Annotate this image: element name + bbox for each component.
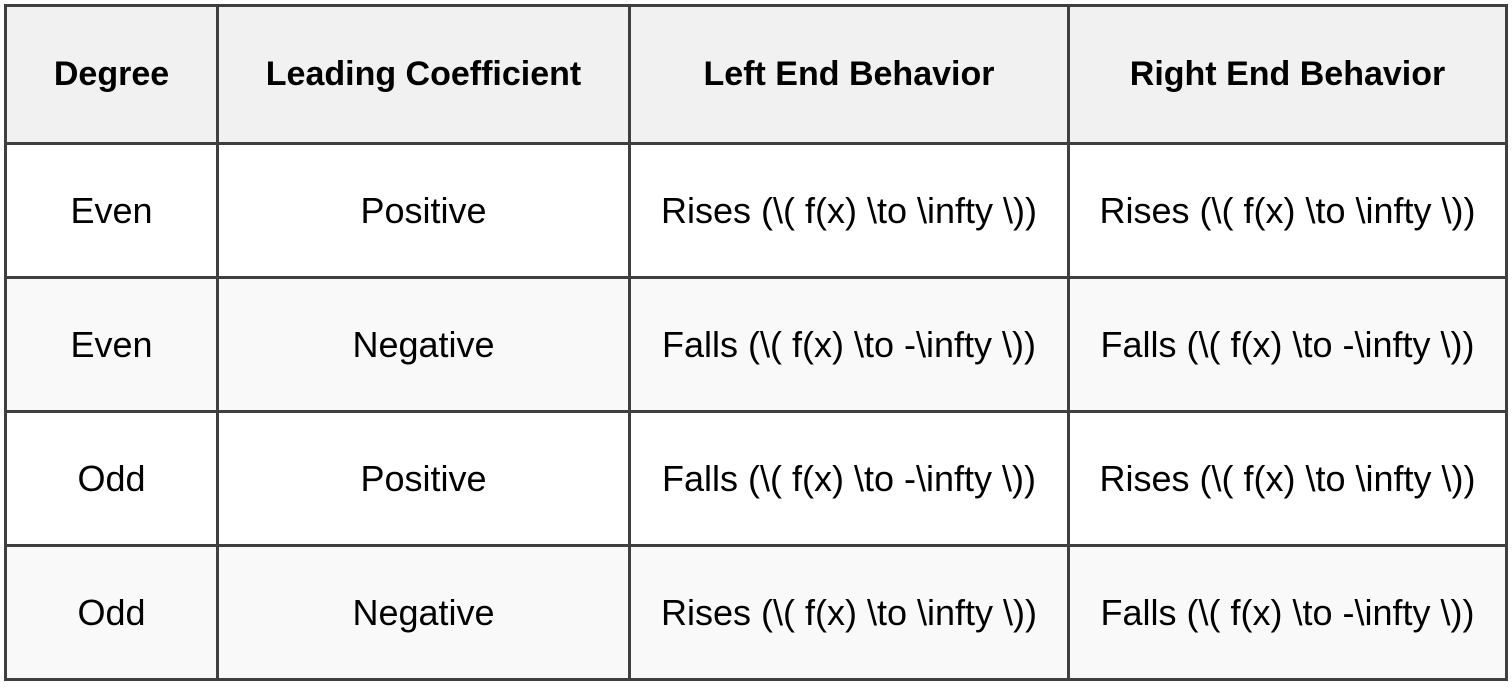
table-row: Even Negative Falls (\( f(x) \to -\infty… xyxy=(4,276,1508,413)
cell-left-end-behavior: Rises (\( f(x) \to \infty \)) xyxy=(628,544,1070,681)
cell-leading-coefficient: Positive xyxy=(216,142,631,279)
cell-degree-text: Odd xyxy=(77,591,146,633)
cell-degree-text: Even xyxy=(70,189,153,231)
cell-left-end-behavior: Rises (\( f(x) \to \infty \)) xyxy=(628,142,1070,279)
column-header-right-end-behavior-label: Right End Behavior xyxy=(1129,55,1446,94)
cell-left-end-behavior-text: Rises (\( f(x) \to \infty \)) xyxy=(660,591,1037,633)
cell-left-end-behavior-text: Rises (\( f(x) \to \infty \)) xyxy=(660,189,1037,231)
table-row: Even Positive Rises (\( f(x) \to \infty … xyxy=(4,142,1508,279)
cell-degree-text: Even xyxy=(70,323,153,365)
cell-left-end-behavior-text: Falls (\( f(x) \to -\infty \)) xyxy=(662,323,1036,365)
column-header-leading-coefficient-label: Leading Coefficient xyxy=(265,55,582,94)
column-header-left-end-behavior: Left End Behavior xyxy=(628,4,1070,145)
cell-leading-coefficient-text: Positive xyxy=(360,457,487,499)
cell-right-end-behavior: Rises (\( f(x) \to \infty \)) xyxy=(1067,142,1508,279)
column-header-degree: Degree xyxy=(4,4,219,145)
cell-right-end-behavior-text: Rises (\( f(x) \to \infty \)) xyxy=(1099,189,1476,231)
cell-degree-text: Odd xyxy=(77,457,146,499)
cell-right-end-behavior-text: Rises (\( f(x) \to \infty \)) xyxy=(1099,457,1476,499)
cell-leading-coefficient-text: Positive xyxy=(360,189,487,231)
cell-leading-coefficient: Negative xyxy=(216,276,631,413)
column-header-leading-coefficient: Leading Coefficient xyxy=(216,4,631,145)
cell-right-end-behavior: Falls (\( f(x) \to -\infty \)) xyxy=(1067,544,1508,681)
polynomial-end-behavior-table: Degree Leading Coefficient Left End Beha… xyxy=(4,4,1508,681)
cell-left-end-behavior: Falls (\( f(x) \to -\infty \)) xyxy=(628,410,1070,547)
cell-degree: Odd xyxy=(4,544,219,681)
cell-leading-coefficient-text: Negative xyxy=(352,591,495,633)
column-header-degree-label: Degree xyxy=(53,55,170,94)
column-header-right-end-behavior: Right End Behavior xyxy=(1067,4,1508,145)
column-header-left-end-behavior-label: Left End Behavior xyxy=(703,55,995,94)
table-header-row: Degree Leading Coefficient Left End Beha… xyxy=(4,4,1508,145)
cell-degree: Odd xyxy=(4,410,219,547)
table-body: Even Positive Rises (\( f(x) \to \infty … xyxy=(4,142,1508,681)
cell-leading-coefficient-text: Negative xyxy=(352,323,495,365)
table-row: Odd Positive Falls (\( f(x) \to -\infty … xyxy=(4,410,1508,547)
cell-degree: Even xyxy=(4,142,219,279)
cell-right-end-behavior: Rises (\( f(x) \to \infty \)) xyxy=(1067,410,1508,547)
table-header: Degree Leading Coefficient Left End Beha… xyxy=(4,4,1508,145)
cell-leading-coefficient: Negative xyxy=(216,544,631,681)
cell-right-end-behavior: Falls (\( f(x) \to -\infty \)) xyxy=(1067,276,1508,413)
end-behavior-table-container: Degree Leading Coefficient Left End Beha… xyxy=(4,4,1508,681)
table-row: Odd Negative Rises (\( f(x) \to \infty \… xyxy=(4,544,1508,681)
cell-leading-coefficient: Positive xyxy=(216,410,631,547)
cell-left-end-behavior: Falls (\( f(x) \to -\infty \)) xyxy=(628,276,1070,413)
cell-degree: Even xyxy=(4,276,219,413)
cell-right-end-behavior-text: Falls (\( f(x) \to -\infty \)) xyxy=(1100,323,1475,365)
cell-right-end-behavior-text: Falls (\( f(x) \to -\infty \)) xyxy=(1100,591,1475,633)
cell-left-end-behavior-text: Falls (\( f(x) \to -\infty \)) xyxy=(662,457,1036,499)
